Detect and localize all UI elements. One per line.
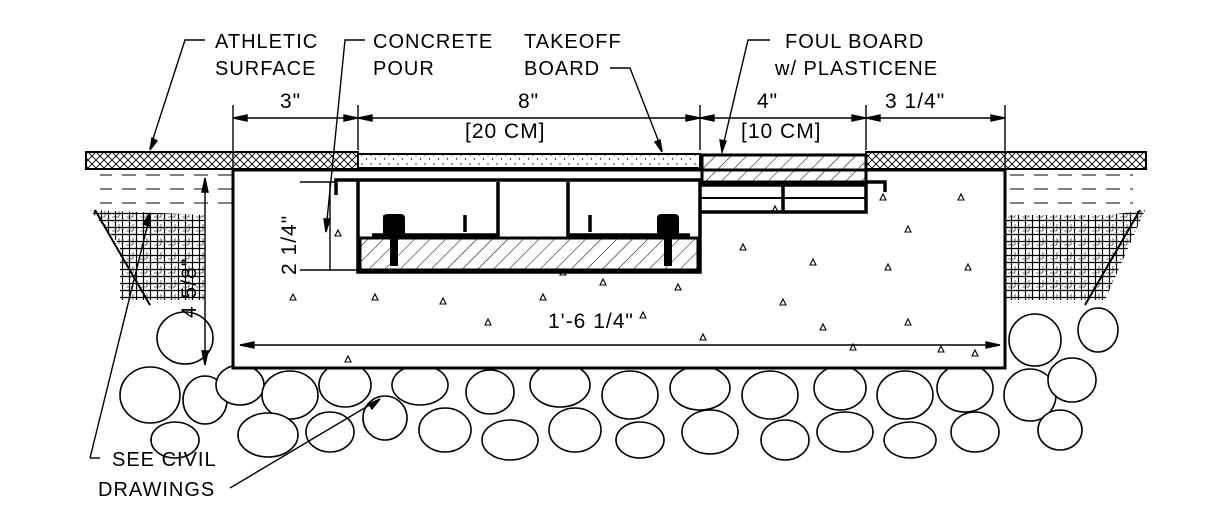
top-dimension-lines [232, 105, 1006, 170]
dim-board-depth: 2 1/4" [278, 215, 301, 275]
takeoff-board-assembly [334, 178, 702, 274]
sub-layer-left [100, 170, 232, 210]
athletic-surface [85, 151, 1147, 170]
concrete-pour-label-2: POUR [373, 58, 435, 80]
foul-board-assembly [700, 153, 887, 214]
gravel-base [119, 307, 1119, 461]
dim-board-width-metric: [20 CM] [465, 120, 546, 143]
dim-right-margin: 3 1/4" [885, 90, 945, 113]
athletic-surface-label-2: SURFACE [215, 58, 316, 80]
dim-board-width: 8" [518, 90, 539, 113]
total-width-dimension [239, 341, 1001, 349]
soil-right [1005, 209, 1145, 306]
foul-board-label-2: w/ PLASTICENE [774, 58, 938, 80]
concrete-pour-label-1: CONCRETE [373, 31, 493, 53]
dim-left-margin: 3" [280, 90, 301, 113]
soil-left [90, 209, 205, 306]
sub-layer-right [1005, 170, 1133, 210]
see-civil-label-1: SEE CIVIL [112, 449, 217, 471]
foul-board-label-1: FOUL BOARD [785, 31, 924, 53]
dim-foul-width-metric: [10 CM] [741, 120, 822, 143]
takeoff-board-label-1: TAKEOFF [524, 31, 622, 53]
dim-foul-width: 4" [757, 90, 778, 113]
see-civil-label-2: DRAWINGS [98, 479, 215, 501]
takeoff-board-label-2: BOARD [524, 58, 600, 80]
athletic-surface-label-1: ATHLETIC [215, 31, 318, 53]
dim-pour-depth: 4 5/8" [178, 258, 201, 318]
dim-total-width: 1'-6 1/4" [548, 310, 634, 333]
leader-lines [89, 39, 770, 489]
